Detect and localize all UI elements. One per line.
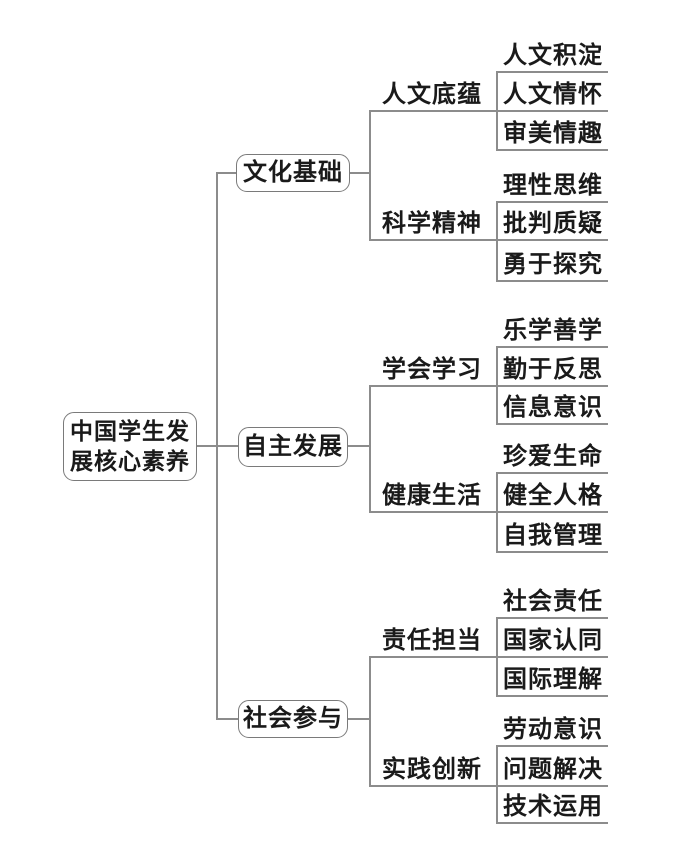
leaf-underline [496, 511, 608, 513]
branch2-right-stub [348, 445, 370, 447]
leaf-label: 人文积淀 [503, 43, 603, 69]
group-label-health: 健康生活 [382, 483, 482, 509]
leaf-label: 勤于反思 [503, 357, 603, 383]
branch1-bracket-line [369, 110, 371, 241]
group6-underline [369, 785, 497, 787]
leaf-label: 勇于探究 [503, 252, 603, 278]
leaf-label: 国际理解 [503, 667, 603, 693]
branch-label: 自主发展 [243, 434, 343, 460]
leaf-underline [496, 822, 608, 824]
leaf-underline [496, 617, 608, 619]
leaf-underline [496, 551, 608, 553]
branch3-left-stub [216, 718, 238, 720]
group-label-humanities: 人文底蕴 [382, 82, 482, 108]
root-connector-line [197, 445, 238, 447]
group6-leaf-bracket-line [496, 745, 498, 824]
leaf-underline [496, 745, 608, 747]
leaf-label: 技术运用 [503, 794, 603, 820]
root-node: 中国学生发 展核心素养 [63, 412, 197, 481]
branch1-right-stub [350, 172, 370, 174]
leaf-label: 珍爱生命 [503, 444, 603, 470]
branch3-right-stub [348, 718, 370, 720]
branch-node-culture: 文化基础 [236, 154, 350, 192]
branch-node-autonomy: 自主发展 [238, 427, 348, 467]
branch-label: 社会参与 [243, 706, 343, 732]
leaf-label: 信息意识 [503, 395, 603, 421]
branch3-bracket-line [369, 656, 371, 787]
leaf-underline [496, 423, 608, 425]
branch1-left-stub [216, 172, 236, 174]
leaf-underline [496, 785, 608, 787]
group2-underline [369, 239, 497, 241]
leaf-underline [496, 656, 608, 658]
group-label-learning: 学会学习 [382, 357, 482, 383]
leaf-underline [496, 385, 608, 387]
leaf-underline [496, 71, 608, 73]
branch-label: 文化基础 [243, 160, 343, 186]
group3-underline [369, 385, 497, 387]
group-label-practice: 实践创新 [382, 757, 482, 783]
leaf-label: 理性思维 [503, 173, 603, 199]
leaf-label: 人文情怀 [503, 82, 603, 108]
leaf-underline [496, 695, 608, 697]
group4-underline [369, 511, 497, 513]
branch-node-society: 社会参与 [238, 700, 348, 738]
leaf-label: 问题解决 [503, 757, 603, 783]
leaf-underline [496, 346, 608, 348]
leaf-label: 国家认同 [503, 628, 603, 654]
group1-underline [369, 110, 497, 112]
leaf-underline [496, 239, 608, 241]
leaf-label: 劳动意识 [503, 717, 603, 743]
group-label-responsibility: 责任担当 [382, 628, 482, 654]
leaf-underline [496, 110, 608, 112]
leaf-underline [496, 201, 608, 203]
leaf-label: 批判质疑 [503, 211, 603, 237]
group4-leaf-bracket-line [496, 472, 498, 553]
root-label-line2: 展核心素养 [70, 448, 190, 474]
leaf-underline [496, 280, 608, 282]
group5-underline [369, 656, 497, 658]
group2-leaf-bracket-line [496, 201, 498, 282]
group-label-science: 科学精神 [382, 211, 482, 237]
leaf-underline [496, 472, 608, 474]
leaf-label: 自我管理 [503, 523, 603, 549]
leaf-label: 社会责任 [503, 589, 603, 615]
root-label-line1: 中国学生发 [70, 418, 190, 444]
leaf-label: 审美情趣 [503, 121, 603, 147]
leaf-label: 健全人格 [503, 483, 603, 509]
leaf-label: 乐学善学 [503, 318, 603, 344]
leaf-underline [496, 149, 608, 151]
branch2-bracket-line [369, 385, 371, 513]
